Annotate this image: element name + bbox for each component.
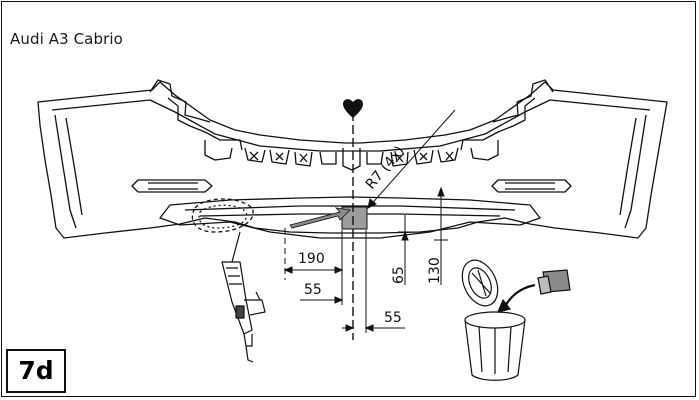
dim-65-label: 65 xyxy=(391,266,407,284)
bin-lid-icon xyxy=(461,259,499,307)
dimension-lines xyxy=(283,109,456,333)
dim-55-upper-label: 55 xyxy=(304,282,322,298)
vehicle-title: Audi A3 Cabrio xyxy=(10,30,123,48)
trash-bin-icon xyxy=(464,311,526,381)
cut-area xyxy=(289,206,368,230)
dim-190-label: 190 xyxy=(298,251,325,267)
heart-center-marker-icon xyxy=(343,99,363,118)
step-number-badge: 7d xyxy=(6,349,66,393)
disposal-group xyxy=(461,259,571,381)
air-saw-tool-icon xyxy=(221,231,266,363)
rear-bumper-drawing xyxy=(37,79,668,239)
dimension-labels: 190 55 55 65 130 R7 (4x) xyxy=(298,143,443,326)
dim-130-label: 130 xyxy=(427,257,443,284)
dim-55-lower-label: 55 xyxy=(384,310,402,326)
removed-piece-front xyxy=(537,275,552,295)
